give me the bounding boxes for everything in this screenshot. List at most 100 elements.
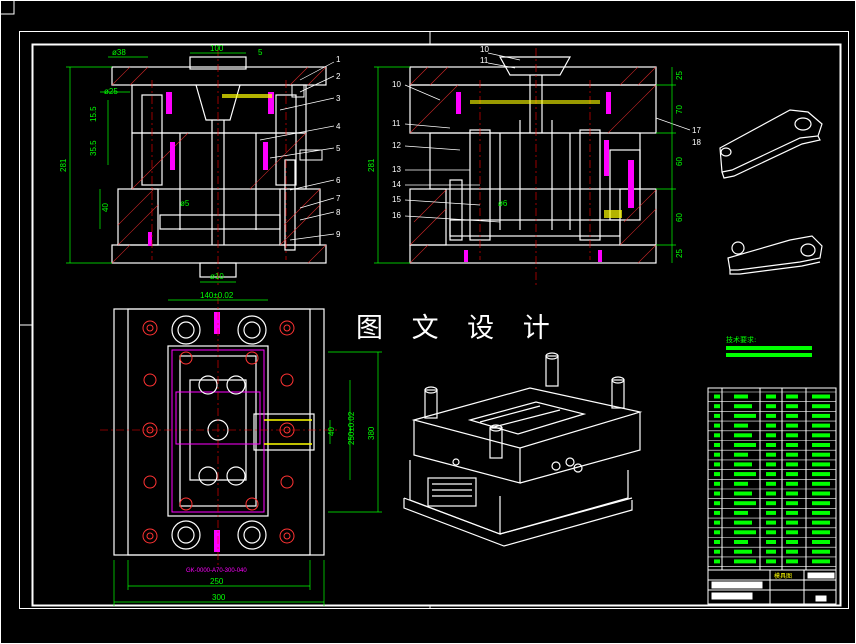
parts-cell-mark <box>812 540 830 544</box>
parts-cell-mark <box>812 443 830 447</box>
dim-front-2: 100 <box>210 44 224 53</box>
side-view-labels: 10 11 25 70 60 60 25 281 ø6 10 11 12 13 … <box>367 45 701 258</box>
balloon-13: 13 <box>392 165 401 174</box>
parts-cell-mark <box>734 540 748 544</box>
dim-plan-1: 140±0.02 <box>200 291 234 300</box>
dim-plan-6: 40 <box>327 427 336 436</box>
parts-cell-mark <box>766 491 776 496</box>
parts-cell-mark <box>714 501 720 506</box>
parts-cell-mark <box>714 404 720 409</box>
parts-cell-mark <box>786 394 798 399</box>
parts-cell-mark <box>766 433 776 438</box>
parts-cell-mark <box>734 433 752 438</box>
parts-cell-mark <box>786 540 798 544</box>
parts-cell-mark <box>714 433 720 438</box>
dim-front-4: ø25 <box>104 87 118 96</box>
parts-cell-mark <box>714 472 720 477</box>
parts-cell-mark <box>812 559 830 564</box>
parts-cell-mark <box>714 394 720 399</box>
parts-cell-mark <box>714 423 720 428</box>
watermark-text: 图 文 设 计 <box>356 313 560 344</box>
dim-side-2: 11 <box>480 56 489 65</box>
dim-front-1: ø38 <box>112 48 126 57</box>
parts-cell-mark <box>734 452 748 457</box>
parts-cell-mark <box>786 413 798 418</box>
title-block-title: 模具图 <box>774 572 792 580</box>
dim-front-9: ø5 <box>180 199 190 208</box>
dim-front-10: ø10 <box>210 272 224 281</box>
balloon-7: 7 <box>336 194 341 203</box>
dim-plan-2: 250 <box>210 577 224 586</box>
parts-cell-mark <box>766 452 776 457</box>
parts-cell-mark <box>734 530 756 535</box>
parts-cell-mark <box>766 394 776 399</box>
parts-cell-mark <box>786 443 798 447</box>
parts-cell-mark <box>812 433 830 438</box>
front-view-labels: ø38 100 5 ø25 15.5 35.5 281 40 ø5 ø10 1 … <box>59 44 341 281</box>
dim-plan-4: 380 <box>367 426 376 440</box>
parts-cell-mark <box>714 520 720 525</box>
balloon-10: 10 <box>392 80 401 89</box>
balloon-16: 16 <box>392 211 401 220</box>
parts-cell-mark <box>734 520 752 525</box>
dim-side-7: 25 <box>675 249 684 258</box>
parts-cell-mark <box>812 462 830 467</box>
balloon-5: 5 <box>336 144 341 153</box>
dim-side-8: 281 <box>367 158 376 172</box>
parts-cell-mark <box>812 491 830 496</box>
parts-list-rows <box>708 391 836 567</box>
dim-front-7: 281 <box>59 158 68 172</box>
parts-cell-mark <box>766 520 776 525</box>
side-section-view <box>374 48 691 285</box>
product-iso-view-1 <box>719 109 823 179</box>
parts-cell-mark <box>786 549 798 554</box>
parts-cell-mark <box>812 501 830 506</box>
parts-cell-mark <box>766 423 776 428</box>
parts-cell-mark <box>786 530 798 535</box>
dim-front-5: 15.5 <box>89 106 98 122</box>
tech-notes: 技术要求: <box>726 335 812 357</box>
parts-cell-mark <box>766 540 776 544</box>
parts-cell-mark <box>766 472 776 477</box>
parts-cell-mark <box>812 481 830 486</box>
parts-cell-mark <box>786 501 798 506</box>
parts-cell-mark <box>734 462 752 467</box>
balloon-1: 1 <box>336 55 341 64</box>
parts-cell-mark <box>714 462 720 467</box>
dim-plan-3: 300 <box>212 593 226 602</box>
part-number: GK-0000-A70-300-040 <box>186 568 247 574</box>
balloon-11: 11 <box>392 119 401 128</box>
parts-cell-mark <box>766 462 776 467</box>
parts-cell-mark <box>786 462 798 467</box>
parts-cell-mark <box>786 433 798 438</box>
dim-plan-5: 250±0.02 <box>347 411 356 445</box>
plan-view <box>100 296 382 606</box>
plan-view-labels: 140±0.02 250 300 380 250±0.02 40 GK-0000… <box>186 291 376 602</box>
parts-cell-mark <box>714 413 720 418</box>
dim-side-9: ø6 <box>498 199 508 208</box>
dim-side-6: 60 <box>675 213 684 222</box>
parts-cell-mark <box>734 394 748 399</box>
parts-cell-mark <box>766 443 776 447</box>
balloon-4: 4 <box>336 122 341 131</box>
parts-cell-mark <box>714 559 720 564</box>
balloon-3: 3 <box>336 94 341 103</box>
parts-cell-mark <box>714 491 720 496</box>
balloon-17: 17 <box>692 126 701 135</box>
dim-front-3: 5 <box>258 48 263 57</box>
parts-list <box>707 387 837 605</box>
balloon-14: 14 <box>392 180 401 189</box>
parts-cell-mark <box>734 472 756 477</box>
parts-cell-mark <box>734 413 756 418</box>
dim-side-3: 25 <box>675 71 684 80</box>
balloon-9: 9 <box>336 230 341 239</box>
parts-cell-mark <box>734 443 756 447</box>
parts-cell-mark <box>812 510 830 515</box>
dim-side-5: 60 <box>675 157 684 166</box>
parts-cell-mark <box>734 481 748 486</box>
parts-cell-mark <box>812 472 830 477</box>
parts-cell-mark <box>714 443 720 447</box>
parts-cell-mark <box>714 510 720 515</box>
dim-side-1: 10 <box>480 45 489 54</box>
parts-cell-mark <box>714 530 720 535</box>
